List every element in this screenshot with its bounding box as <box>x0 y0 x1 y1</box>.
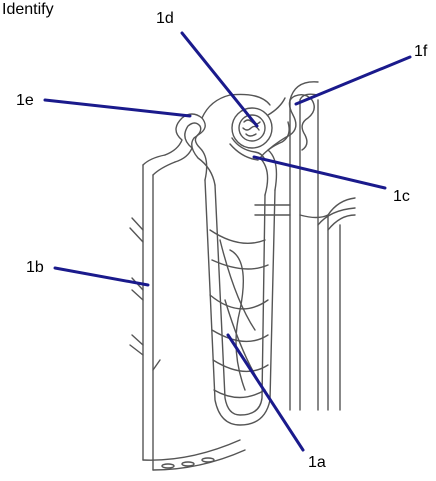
label-1a: 1a <box>308 454 326 471</box>
diagram-title: Identify <box>2 1 54 18</box>
loop-of-henle <box>204 179 276 426</box>
label-1e: 1e <box>16 92 34 109</box>
leader-1f <box>294 55 412 106</box>
label-1d: 1d <box>156 10 174 27</box>
label-1b: 1b <box>26 259 44 276</box>
vasa-recta <box>254 81 356 411</box>
leader-1a <box>226 333 305 452</box>
leader-1d <box>180 31 259 128</box>
label-1c: 1c <box>393 188 410 205</box>
convoluted-tubules <box>164 93 315 196</box>
leader-1e <box>43 98 192 118</box>
collecting-duct <box>129 154 246 471</box>
leader-1b <box>53 266 150 287</box>
glomerulus <box>229 97 286 161</box>
label-1f: 1f <box>414 43 428 60</box>
leader-1c <box>252 155 387 190</box>
